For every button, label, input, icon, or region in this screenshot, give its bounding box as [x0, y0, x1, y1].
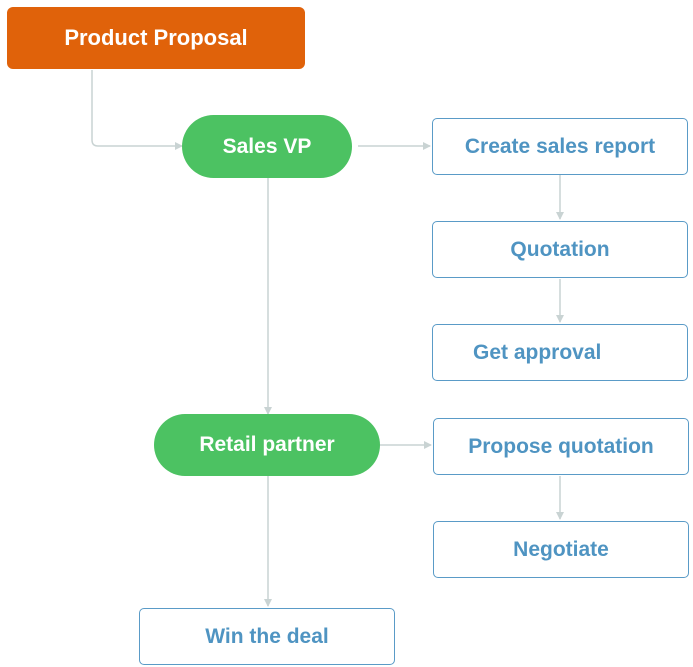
get-approval-node[interactable]: Get approval	[432, 324, 688, 381]
get-approval-label: Get approval	[473, 340, 602, 364]
product-proposal-label: Product Proposal	[64, 25, 248, 50]
sales-vp-node[interactable]: Sales VP	[182, 115, 352, 178]
negotiate-label: Negotiate	[513, 537, 609, 561]
win-the-deal-node[interactable]: Win the deal	[139, 608, 395, 665]
propose-quotation-node[interactable]: Propose quotation	[433, 418, 689, 475]
win-the-deal-label: Win the deal	[205, 624, 329, 648]
create-sales-report-label: Create sales report	[464, 134, 656, 158]
negotiate-node[interactable]: Negotiate	[433, 521, 689, 578]
quotation-label: Quotation	[510, 237, 610, 261]
quotation-node[interactable]: Quotation	[432, 221, 688, 278]
retail-partner-label: Retail partner	[199, 433, 335, 456]
retail-partner-node[interactable]: Retail partner	[154, 414, 380, 476]
connector-proposal-to-salesvp	[91, 70, 183, 150]
create-sales-report-node[interactable]: Create sales report	[432, 118, 688, 175]
sales-vp-label: Sales VP	[222, 134, 312, 158]
propose-quotation-label: Propose quotation	[468, 434, 654, 458]
product-proposal-node[interactable]: Product Proposal	[7, 7, 305, 69]
